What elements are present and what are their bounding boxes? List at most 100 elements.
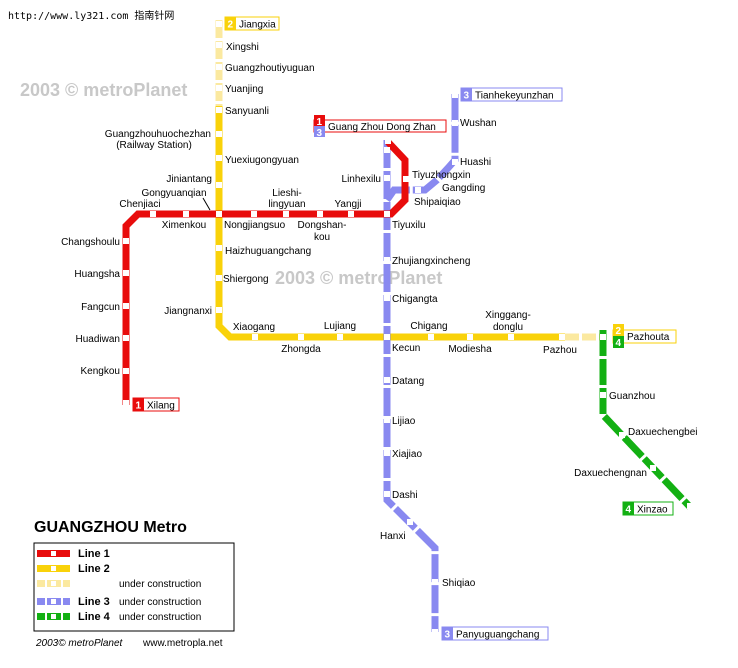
- svg-text:Chigang: Chigang: [410, 321, 447, 332]
- svg-text:Line 1: Line 1: [78, 548, 110, 560]
- svg-text:(Railway Station): (Railway Station): [116, 140, 192, 151]
- watermark: 2003 © metroPlanet: [275, 268, 442, 288]
- svg-text:Huangsha: Huangsha: [74, 269, 120, 280]
- svg-text:3: 3: [464, 91, 470, 102]
- svg-text:Jiniantang: Jiniantang: [166, 174, 212, 185]
- header-url[interactable]: http://www.ly321.com 指南针网: [8, 9, 174, 22]
- footer-website[interactable]: www.metropla.net: [142, 638, 223, 649]
- svg-text:4: 4: [616, 338, 622, 349]
- svg-text:lingyuan: lingyuan: [268, 199, 305, 210]
- svg-text:Huashi: Huashi: [460, 157, 491, 168]
- svg-text:Pazhouta: Pazhouta: [627, 332, 670, 343]
- svg-text:Kengkou: Kengkou: [81, 366, 120, 377]
- station-markers: [123, 21, 693, 635]
- legend-line3-swatch: [37, 598, 70, 605]
- svg-text:Zhujiangxincheng: Zhujiangxincheng: [392, 256, 470, 267]
- svg-text:Yangji: Yangji: [334, 199, 361, 210]
- terminus-tianhekeyunzhan[interactable]: 3 Tianhekeyunzhan: [460, 87, 563, 102]
- svg-text:Ximenkou: Ximenkou: [162, 220, 206, 231]
- svg-text:Jiangnanxi: Jiangnanxi: [164, 306, 212, 317]
- svg-text:Guang Zhou Dong Zhan: Guang Zhou Dong Zhan: [328, 122, 436, 133]
- svg-text:Lujiang: Lujiang: [324, 321, 356, 332]
- svg-text:Nongjiangsuo: Nongjiangsuo: [224, 220, 286, 231]
- svg-text:Line 2: Line 2: [78, 563, 110, 575]
- svg-text:Datang: Datang: [392, 376, 424, 387]
- svg-text:Lieshi-: Lieshi-: [272, 188, 301, 199]
- svg-text:Yuexiugongyuan: Yuexiugongyuan: [225, 155, 299, 166]
- svg-text:2: 2: [228, 20, 234, 31]
- svg-text:Shipaiqiao: Shipaiqiao: [414, 197, 461, 208]
- watermark: 2003 © metroPlanet: [20, 80, 187, 100]
- svg-text:Guangzhouhuochezhan: Guangzhouhuochezhan: [105, 129, 211, 140]
- svg-text:Zhongda: Zhongda: [281, 344, 321, 355]
- svg-text:1: 1: [317, 117, 323, 128]
- leader-line: [202, 197, 211, 211]
- svg-text:Guanzhou: Guanzhou: [609, 391, 655, 402]
- legend: Line 1 Line 2 under construction Line 3 …: [33, 542, 235, 632]
- svg-text:Chenjiaci: Chenjiaci: [119, 199, 160, 210]
- legend-line2-swatch: [37, 565, 70, 572]
- line1-track: [122, 139, 409, 405]
- svg-text:under construction: under construction: [119, 579, 201, 590]
- svg-text:Guangzhoutiyuguan: Guangzhoutiyuguan: [225, 63, 315, 74]
- legend-title: GUANGZHOU Metro: [34, 519, 187, 536]
- svg-text:Xiaogang: Xiaogang: [233, 322, 275, 333]
- svg-text:Shiergong: Shiergong: [223, 274, 269, 285]
- svg-text:Gangding: Gangding: [442, 183, 485, 194]
- terminus-panyuguangchang[interactable]: 3 Panyuguangchang: [441, 626, 549, 641]
- svg-text:Tiyuxilu: Tiyuxilu: [392, 220, 426, 231]
- svg-text:Daxuechengnan: Daxuechengnan: [574, 468, 647, 479]
- svg-text:Dashi: Dashi: [392, 490, 418, 501]
- svg-text:2: 2: [616, 326, 622, 337]
- svg-text:Xilang: Xilang: [147, 401, 175, 412]
- svg-text:Gongyuanqian: Gongyuanqian: [141, 188, 206, 199]
- svg-text:Xinggang-: Xinggang-: [485, 310, 531, 321]
- svg-text:donglu: donglu: [493, 322, 523, 333]
- svg-text:Line 4: Line 4: [78, 611, 111, 623]
- footer-copyright: 2003© metroPlanet: [35, 638, 124, 649]
- svg-text:Hanxi: Hanxi: [380, 531, 406, 542]
- svg-text:Shiqiao: Shiqiao: [442, 578, 476, 589]
- svg-text:Haizhuguangchang: Haizhuguangchang: [225, 246, 311, 257]
- line4-station-labels[interactable]: Guanzhou Daxuechengbei Daxuechengnan: [574, 391, 697, 479]
- line4-track: [599, 330, 693, 510]
- svg-text:Modiesha: Modiesha: [448, 344, 492, 355]
- svg-text:under construction: under construction: [119, 612, 201, 623]
- legend-line1-swatch: [37, 550, 70, 557]
- svg-text:Sanyuanli: Sanyuanli: [225, 106, 269, 117]
- svg-text:kou: kou: [314, 232, 330, 243]
- svg-text:Linhexilu: Linhexilu: [342, 174, 381, 185]
- line2-construction-north: [215, 20, 603, 341]
- line3-station-labels[interactable]: Wushan Huashi Gangding Linhexilu Zhujian…: [342, 118, 497, 589]
- legend-line2-construction-swatch: [37, 580, 70, 587]
- line1-station-labels[interactable]: Changshoulu Huangsha Fangcun Huadiwan Ke…: [61, 170, 471, 377]
- svg-text:Chigangta: Chigangta: [392, 294, 438, 305]
- terminus-xilang[interactable]: 1 Xilang: [132, 397, 180, 412]
- svg-text:Panyuguangchang: Panyuguangchang: [456, 630, 539, 641]
- svg-text:Yuanjing: Yuanjing: [225, 84, 263, 95]
- svg-text:Changshoulu: Changshoulu: [61, 237, 120, 248]
- terminus-pazhouta[interactable]: 24 Pazhouta: [612, 324, 677, 349]
- svg-text:Line 3: Line 3: [78, 596, 110, 608]
- svg-text:Fangcun: Fangcun: [81, 302, 120, 313]
- svg-text:4: 4: [626, 505, 632, 516]
- svg-text:Huadiwan: Huadiwan: [76, 334, 120, 345]
- svg-text:Pazhou: Pazhou: [543, 345, 577, 356]
- svg-text:Xiajiao: Xiajiao: [392, 449, 422, 460]
- svg-text:1: 1: [136, 401, 142, 412]
- terminus-guangzhoudongzhan[interactable]: 13 Guang Zhou Dong Zhan: [313, 115, 447, 139]
- svg-text:Daxuechengbei: Daxuechengbei: [628, 427, 698, 438]
- svg-text:Dongshan-: Dongshan-: [298, 220, 347, 231]
- svg-text:Wushan: Wushan: [460, 118, 497, 129]
- svg-text:Tianhekeyunzhan: Tianhekeyunzhan: [475, 91, 554, 102]
- svg-text:3: 3: [317, 128, 323, 139]
- svg-text:3: 3: [445, 630, 451, 641]
- line2-station-labels[interactable]: Xingshi Guangzhoutiyuguan Yuanjing Sanyu…: [105, 42, 577, 356]
- svg-text:Xingshi: Xingshi: [226, 42, 259, 53]
- svg-text:Kecun: Kecun: [392, 343, 420, 354]
- svg-text:under construction: under construction: [119, 597, 201, 608]
- svg-text:Lijiao: Lijiao: [392, 416, 416, 427]
